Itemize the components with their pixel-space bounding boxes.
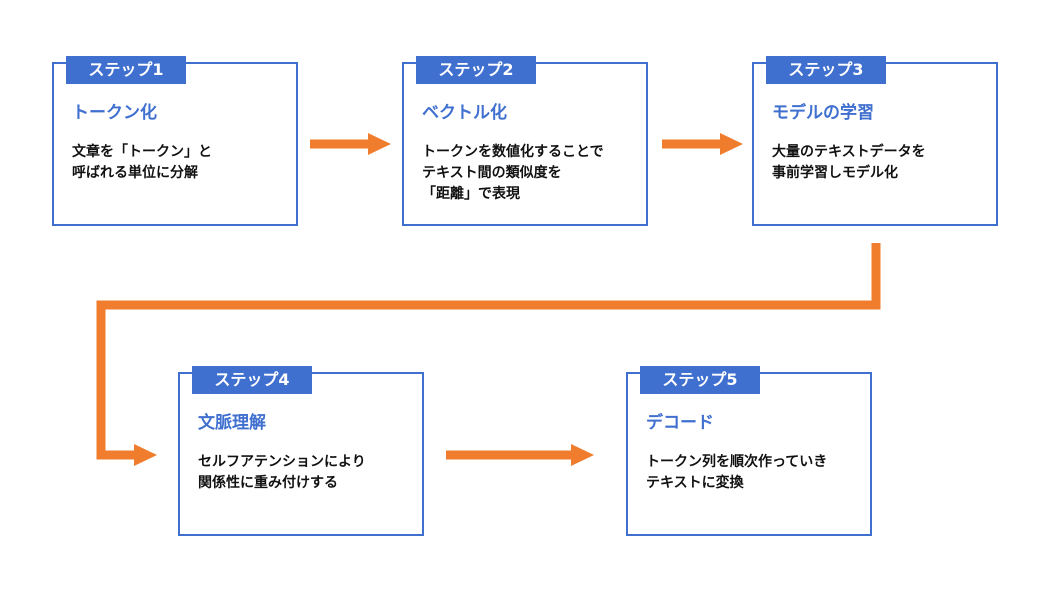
step-2-box: ステップ2 ベクトル化 トークンを数値化することで テキスト間の類似度を 「距離… [402, 56, 648, 226]
step-5-tab: ステップ5 [640, 366, 760, 394]
step-2-title: ベクトル化 [422, 103, 507, 123]
arrow-step2-to-step3 [662, 133, 743, 155]
step-2-description: トークンを数値化することで テキスト間の類似度を 「距離」で表現 [422, 144, 604, 202]
step-3-title: モデルの学習 [772, 103, 874, 123]
step-1-box: ステップ1 トークン化 文章を「トークン」と 呼ばれる単位に分解 [52, 56, 298, 226]
step-2-tab: ステップ2 [416, 56, 536, 84]
step-5-description: トークン列を順次作っていき テキストに変換 [646, 454, 828, 491]
arrow-step4-to-step5 [446, 444, 594, 466]
step-1-tab: ステップ1 [66, 56, 186, 84]
step-3-box: ステップ3 モデルの学習 大量のテキストデータを 事前学習しモデル化 [752, 56, 998, 226]
step-4-tab: ステップ4 [192, 366, 312, 394]
arrow-step1-to-step2 [310, 133, 391, 155]
step-4-title: 文脈理解 [198, 413, 266, 433]
step-3-tab: ステップ3 [766, 56, 886, 84]
step-1-description: 文章を「トークン」と 呼ばれる単位に分解 [72, 144, 212, 181]
arrow-step3-to-step4 [96, 243, 881, 466]
step-5-title: デコード [646, 413, 714, 433]
step-4-box: ステップ4 文脈理解 セルフアテンションにより 関係性に重み付けする [178, 366, 424, 536]
step-5-box: ステップ5 デコード トークン列を順次作っていき テキストに変換 [626, 366, 872, 536]
step-4-description: セルフアテンションにより 関係性に重み付けする [198, 454, 366, 491]
step-3-description: 大量のテキストデータを 事前学習しモデル化 [772, 144, 926, 181]
step-1-title: トークン化 [72, 103, 157, 123]
